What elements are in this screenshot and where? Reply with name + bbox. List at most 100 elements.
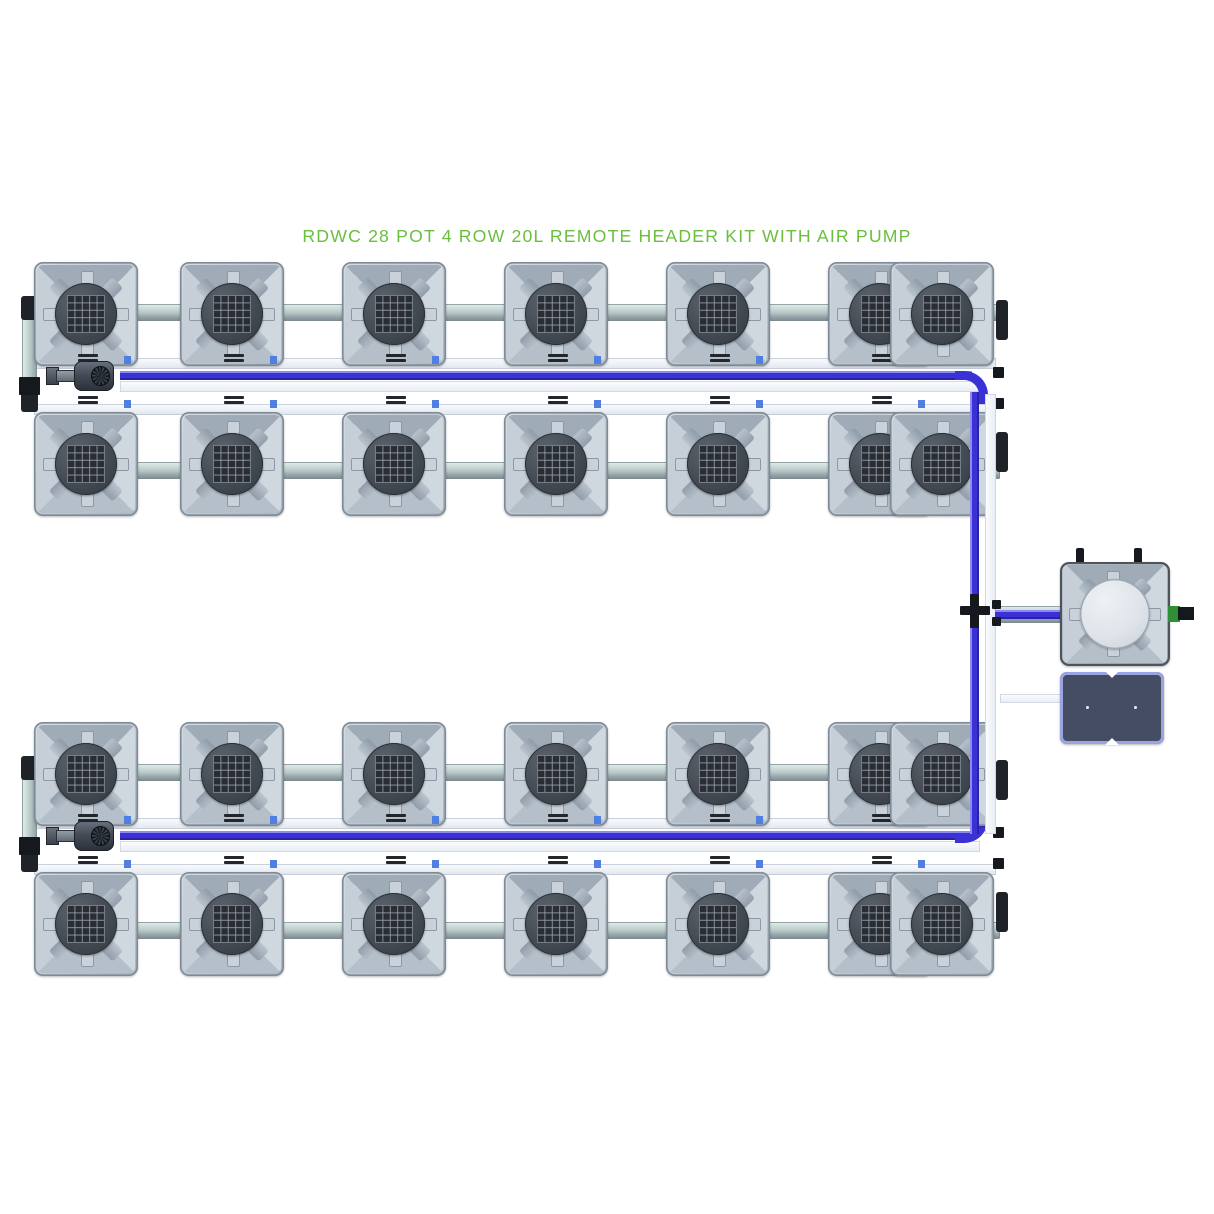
interconnect-pipe — [768, 462, 838, 479]
pot-lid[interactable] — [363, 433, 425, 495]
mesh-grid-icon — [213, 755, 251, 793]
tube-clip — [993, 398, 1004, 409]
pot-drain — [710, 396, 730, 399]
grow-pot[interactable] — [342, 872, 446, 976]
end-cap — [996, 432, 1008, 472]
pot-lid[interactable] — [525, 743, 587, 805]
pot-fitting — [756, 860, 763, 868]
pot-lid[interactable] — [911, 283, 973, 345]
tube-clip — [993, 858, 1004, 869]
grow-pot[interactable] — [342, 722, 446, 826]
header-lid[interactable] — [1080, 579, 1150, 649]
grow-pot[interactable] — [504, 262, 608, 366]
grow-pot[interactable] — [666, 412, 770, 516]
pot-lid[interactable] — [55, 433, 117, 495]
grow-pot[interactable] — [504, 722, 608, 826]
manifold-clamp — [19, 837, 40, 855]
grow-pot[interactable] — [34, 872, 138, 976]
grow-pot[interactable] — [180, 412, 284, 516]
mesh-grid-icon — [67, 755, 105, 793]
end-cap — [21, 756, 38, 780]
pot-lid[interactable] — [201, 743, 263, 805]
pot-lid[interactable] — [363, 743, 425, 805]
pot-fitting — [756, 816, 763, 824]
air-line-corner — [955, 371, 988, 404]
pot-lid[interactable] — [55, 743, 117, 805]
header-air-line — [995, 610, 1063, 619]
mesh-grid-icon — [699, 295, 737, 333]
pot-lid[interactable] — [911, 433, 973, 495]
grow-pot[interactable] — [666, 872, 770, 976]
interconnect-pipe — [606, 304, 676, 321]
pot-lid[interactable] — [687, 433, 749, 495]
airpump-feed — [1000, 694, 1062, 703]
interconnect-pipe — [282, 764, 352, 781]
pot-fitting — [432, 816, 439, 824]
row-rail — [34, 864, 996, 875]
pot-lid[interactable] — [363, 283, 425, 345]
pot-lid[interactable] — [687, 743, 749, 805]
tube-clip — [992, 617, 1001, 626]
pot-lid[interactable] — [525, 433, 587, 495]
pot-fitting — [594, 860, 601, 868]
pot-fitting — [756, 356, 763, 364]
pot-drain — [224, 814, 244, 817]
mesh-grid-icon — [923, 445, 961, 483]
valve-nut — [46, 367, 59, 385]
interconnect-pipe — [444, 462, 514, 479]
airpump-notch — [1105, 738, 1119, 745]
pot-fitting — [918, 400, 925, 408]
pot-lid[interactable] — [687, 893, 749, 955]
pot-lid[interactable] — [363, 893, 425, 955]
grow-pot[interactable] — [890, 872, 994, 976]
inline-valve[interactable] — [40, 361, 114, 391]
pot-lid[interactable] — [525, 893, 587, 955]
mesh-grid-icon — [537, 295, 575, 333]
pot-lid[interactable] — [687, 283, 749, 345]
air-pump[interactable] — [1060, 671, 1164, 745]
grow-pot[interactable] — [666, 722, 770, 826]
pot-drain — [386, 354, 406, 357]
grow-pot[interactable] — [504, 872, 608, 976]
mesh-grid-icon — [67, 295, 105, 333]
pot-lid[interactable] — [201, 283, 263, 345]
grow-pot[interactable] — [342, 262, 446, 366]
mesh-grid-icon — [213, 445, 251, 483]
grow-pot[interactable] — [34, 412, 138, 516]
pot-lid[interactable] — [201, 433, 263, 495]
pot-lid[interactable] — [911, 743, 973, 805]
pot-lid[interactable] — [911, 893, 973, 955]
grow-pot[interactable] — [342, 412, 446, 516]
pot-lid[interactable] — [55, 283, 117, 345]
pot-fitting — [124, 356, 131, 364]
pot-fitting — [270, 816, 277, 824]
grow-pot[interactable] — [890, 262, 994, 366]
row-rail — [34, 404, 996, 415]
valve-knob[interactable] — [74, 821, 114, 851]
grow-pot[interactable] — [180, 872, 284, 976]
pot-fitting — [432, 860, 439, 868]
header-outlet-nozzle — [1178, 607, 1194, 620]
interconnect-pipe — [606, 764, 676, 781]
pot-lid[interactable] — [525, 283, 587, 345]
inline-valve[interactable] — [40, 821, 114, 851]
valve-knob[interactable] — [74, 361, 114, 391]
grow-pot[interactable] — [180, 722, 284, 826]
pot-drain — [78, 354, 98, 357]
pot-drain — [710, 814, 730, 817]
grow-pot[interactable] — [34, 262, 138, 366]
grow-pot[interactable] — [666, 262, 770, 366]
grow-pot[interactable] — [504, 412, 608, 516]
interconnect-pipe — [768, 304, 838, 321]
mesh-grid-icon — [537, 755, 575, 793]
pot-drain — [548, 354, 568, 357]
tube-clip — [993, 367, 1004, 378]
pot-lid[interactable] — [55, 893, 117, 955]
remote-header[interactable] — [1060, 562, 1170, 666]
pot-drain — [224, 354, 244, 357]
pot-lid[interactable] — [201, 893, 263, 955]
mesh-grid-icon — [537, 445, 575, 483]
grow-pot[interactable] — [180, 262, 284, 366]
pot-fitting — [124, 816, 131, 824]
grow-pot[interactable] — [34, 722, 138, 826]
